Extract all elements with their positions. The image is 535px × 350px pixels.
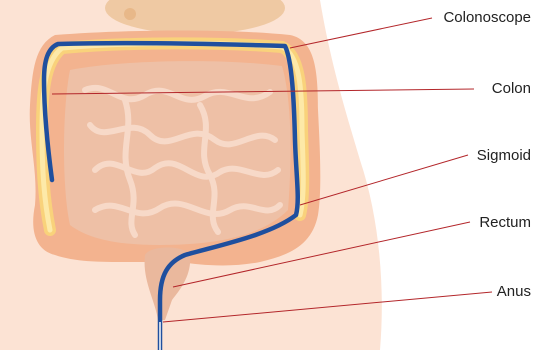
label-anus: Anus xyxy=(497,284,531,299)
label-rectum: Rectum xyxy=(479,215,531,230)
label-sigmoid: Sigmoid xyxy=(477,148,531,163)
label-colon: Colon xyxy=(492,81,531,96)
label-colonoscope: Colonoscope xyxy=(443,10,531,25)
